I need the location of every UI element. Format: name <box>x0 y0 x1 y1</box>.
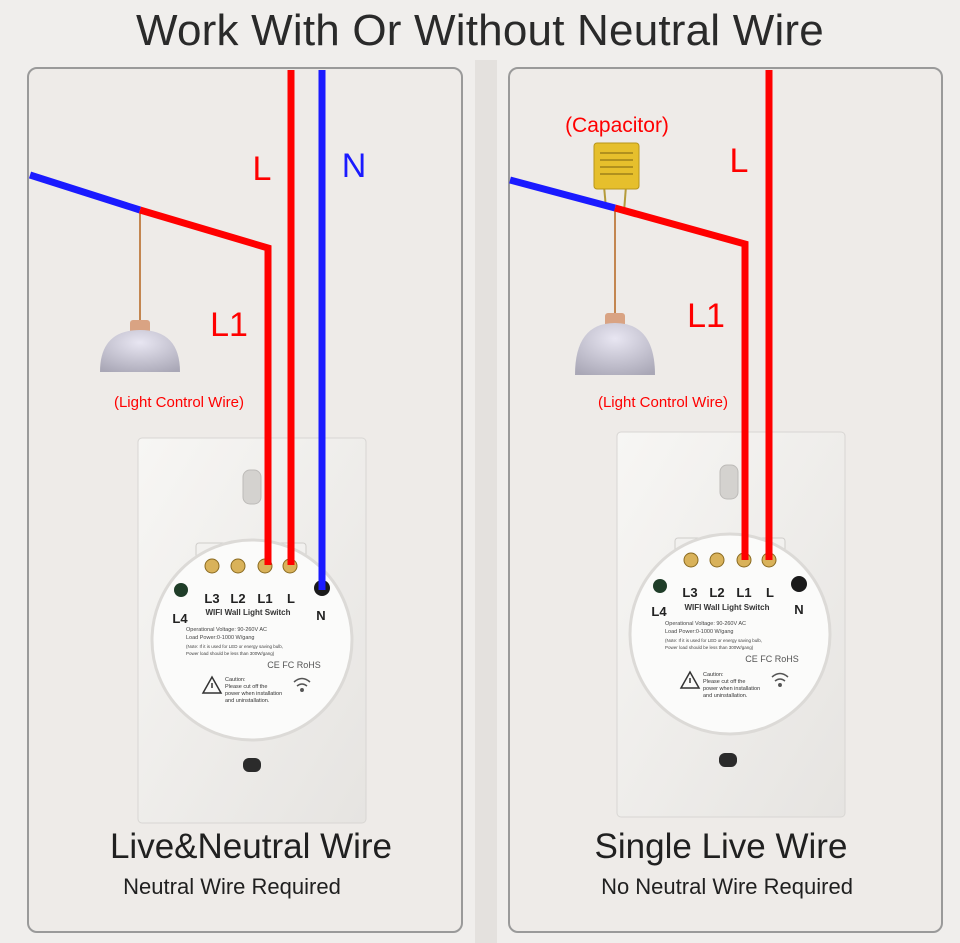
left-terminal-L3: L3 <box>204 591 219 606</box>
right-caution-icon <box>679 670 701 689</box>
right-terminal-L4: L4 <box>651 604 667 619</box>
right-caution-title: Caution: <box>703 672 724 678</box>
left-terminal-L1: L1 <box>257 591 272 606</box>
right-switch-spec1: Operational Voltage: 90-260V AC <box>665 621 746 627</box>
right-label-L: L <box>730 142 749 180</box>
left-terminal-N: N <box>316 608 325 623</box>
left-lamp <box>100 212 180 372</box>
left-lamp-note: (Light Control Wire) <box>114 394 244 411</box>
right-terminal-L1: L1 <box>736 585 751 600</box>
left-switch-spec1: Operational Voltage: 90-260V AC <box>186 627 267 633</box>
right-caption-title: Single Live Wire <box>594 827 848 866</box>
right-terminal-N: N <box>794 602 803 617</box>
left-caution-title: Caution: <box>225 677 246 683</box>
right-caution-line1: Please cut off the <box>703 679 745 685</box>
left-caption-subtitle: Neutral Wire Required <box>123 874 341 899</box>
left-terminal-L2: L2 <box>230 591 245 606</box>
right-switch-spec2: Load Power:0-1000 W/gang <box>665 629 734 635</box>
right-switch-name: WIFI Wall Light Switch <box>684 603 769 612</box>
left-switch-name: WIFI Wall Light Switch <box>205 608 290 617</box>
right-wires <box>509 70 773 560</box>
left-wires <box>28 70 326 590</box>
right-label-L1: L1 <box>687 297 725 335</box>
left-caution-line2: power when installation <box>225 691 282 697</box>
left-caution-icon <box>201 675 223 694</box>
right-wifi-icon <box>771 672 789 687</box>
left-switch-spec2: Load Power:0-1000 W/gang <box>186 635 255 641</box>
left-terminal-L4: L4 <box>172 611 188 626</box>
right-terminal-L2: L2 <box>709 585 724 600</box>
left-label-L1: L1 <box>210 306 248 344</box>
right-switch-note1: (Note: If it is used for LED or energy s… <box>665 638 762 643</box>
left-caution-line3: and uninstallation. <box>225 698 270 704</box>
main-title: Work With Or Without Neutral Wire <box>136 6 824 55</box>
right-lamp <box>575 208 655 375</box>
left-switch-note2: Power load should be less than 300W/gang… <box>186 651 275 656</box>
left-caution-line1: Please cut off the <box>225 684 267 690</box>
right-terminal-L3: L3 <box>682 585 697 600</box>
right-switch-certs: CE FC RoHS <box>745 654 799 664</box>
left-switch-certs: CE FC RoHS <box>267 660 321 670</box>
right-caution-line2: power when installation <box>703 686 760 692</box>
right-terminal-L: L <box>766 585 774 600</box>
right-lamp-note: (Light Control Wire) <box>598 394 728 411</box>
left-caption-title: Live&Neutral Wire <box>109 827 393 866</box>
left-terminal-L: L <box>287 591 295 606</box>
left-wifi-icon <box>293 677 311 692</box>
left-label-N: N <box>342 147 367 185</box>
right-caution-line3: and uninstallation. <box>703 693 748 699</box>
right-caption-subtitle: No Neutral Wire Required <box>601 874 853 899</box>
capacitor-label: (Capacitor) <box>565 114 669 137</box>
left-switch-note1: (Note: If it is used for LED or energy s… <box>186 644 283 649</box>
left-label-L: L <box>253 150 272 188</box>
right-switch-note2: Power load should be less than 300W/gang… <box>665 645 754 650</box>
panel-divider <box>475 60 497 943</box>
